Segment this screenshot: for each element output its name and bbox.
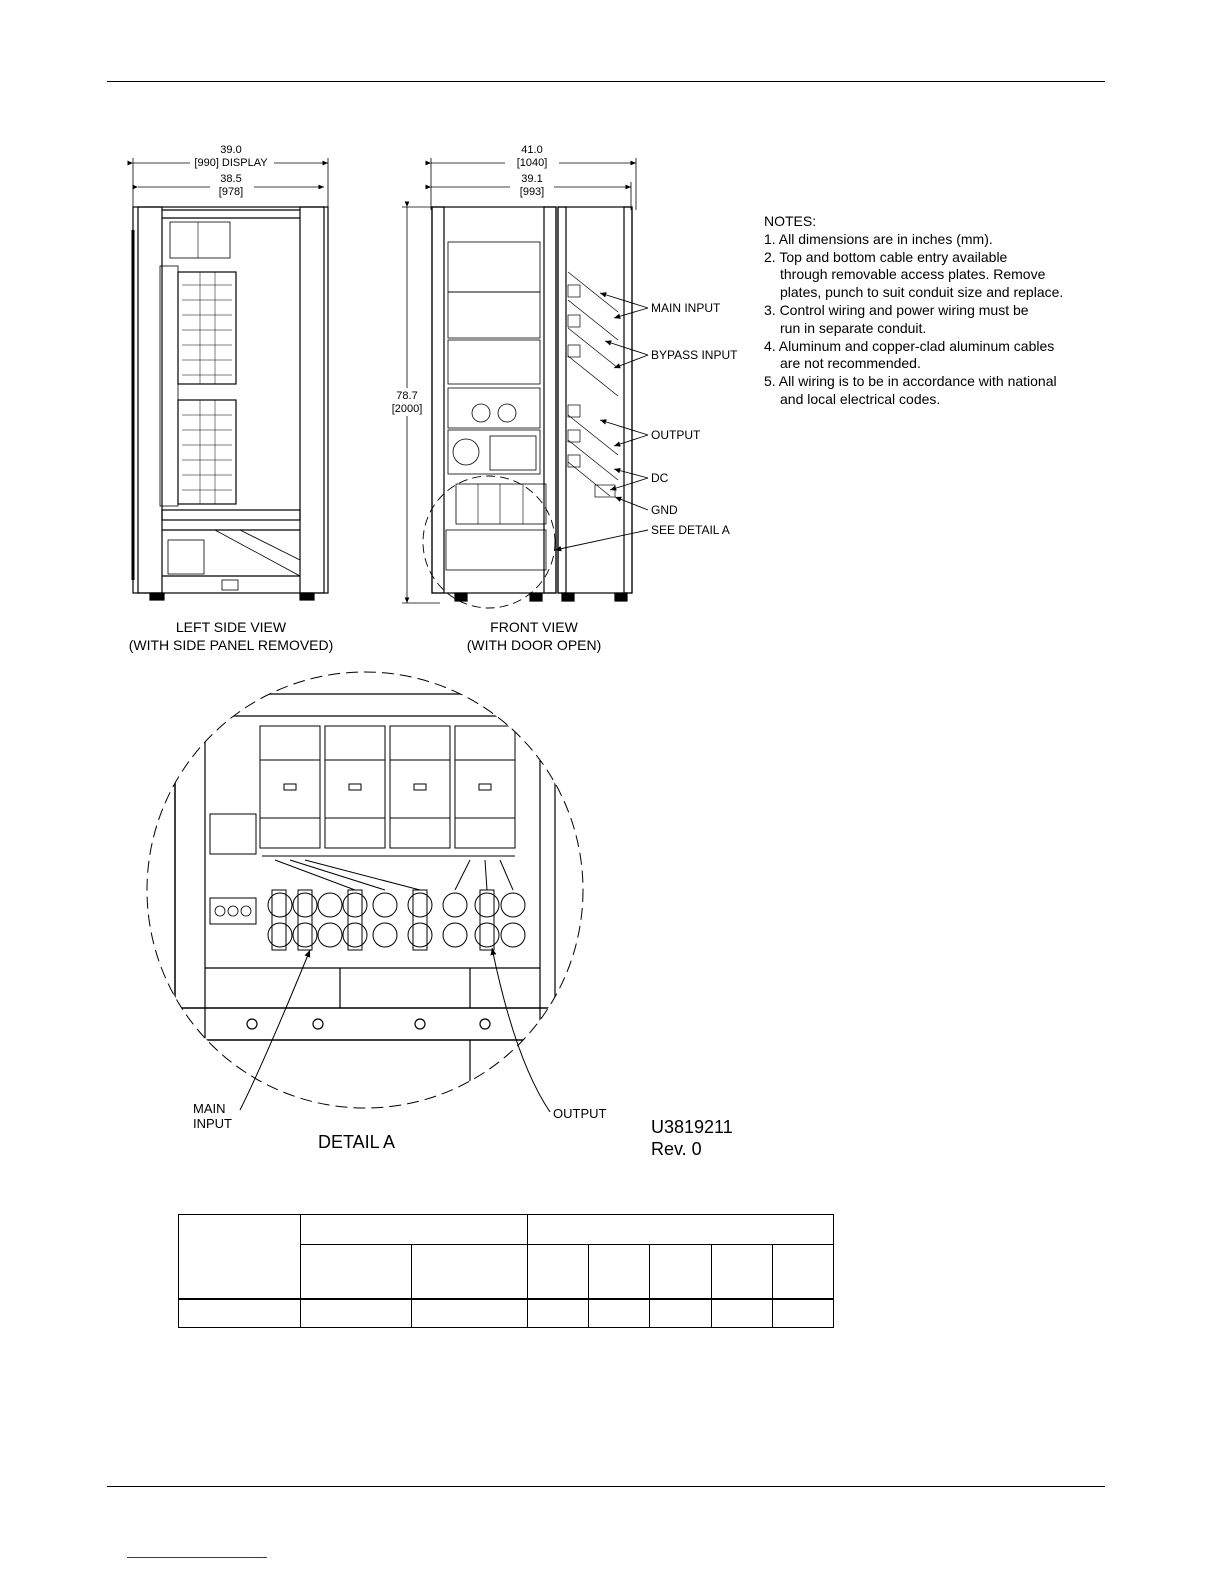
left-side-view	[131, 206, 329, 601]
table-cell	[411, 1298, 528, 1328]
note-4-line-1: 4. Aluminum and copper-clad aluminum cab…	[764, 337, 1055, 354]
table-cell	[772, 1298, 834, 1328]
front-view-caption-line-1: FRONT VIEW	[490, 619, 578, 635]
side-width: 38.5	[220, 173, 241, 185]
callout-output: OUTPUT	[651, 428, 701, 442]
front-view	[422, 206, 633, 609]
side-width-display: 39.0	[220, 144, 241, 156]
table-cell	[300, 1298, 412, 1328]
drawing-number: U3819211	[651, 1117, 733, 1137]
front-view-caption-line-2: (WITH DOOR OPEN)	[466, 637, 602, 653]
table-cell	[588, 1244, 650, 1300]
note-4-line-2: are not recommended.	[780, 355, 921, 372]
note-1: 1. All dimensions are in inches (mm).	[764, 230, 993, 247]
header-rule	[107, 81, 1105, 82]
detail-a-title: DETAIL A	[318, 1132, 396, 1152]
callout-main-input: MAIN INPUT	[651, 301, 721, 315]
table-cell	[527, 1298, 589, 1328]
table-cell	[527, 1244, 589, 1300]
note-2-line-3: plates, punch to suit conduit size and r…	[780, 284, 1064, 301]
front-width: 39.1	[521, 173, 542, 185]
note-2-line-2: through removable access plates. Remove	[780, 266, 1046, 283]
callout-see-detail: SEE DETAIL A	[651, 523, 730, 537]
detail-a-view	[149, 672, 581, 1108]
footer-rule	[107, 1486, 1105, 1487]
table-cell	[649, 1244, 712, 1300]
detail-main-input-1: MAIN	[193, 1101, 226, 1116]
note-3-line-1: 3. Control wiring and power wiring must …	[764, 301, 1029, 318]
table-cell	[527, 1214, 834, 1245]
front-width-mm: [993]	[520, 186, 544, 198]
detail-output: OUTPUT	[553, 1106, 607, 1121]
note-3-line-2: run in separate conduit.	[780, 319, 927, 336]
table-cell	[300, 1244, 412, 1300]
table-cell	[178, 1298, 301, 1328]
detail-a-outline	[146, 671, 584, 1109]
table-cell	[178, 1214, 301, 1300]
footer-link-underline[interactable]	[127, 1557, 267, 1558]
left-view-caption: LEFT SIDE VIEW (WITH SIDE PANEL REMOVED)	[108, 618, 354, 654]
table-cell	[300, 1214, 528, 1245]
front-width-overall-mm: [1040]	[517, 157, 548, 169]
note-2-line-1: 2. Top and bottom cable entry available	[764, 248, 1008, 265]
spec-table	[178, 1214, 834, 1328]
table-cell	[588, 1298, 650, 1328]
front-dimensions	[402, 158, 637, 604]
left-view-caption-line-1: LEFT SIDE VIEW	[175, 619, 287, 635]
drawing-revision: Rev. 0	[651, 1139, 702, 1159]
height-mm: [2000]	[392, 403, 423, 415]
detail-main-input-2: INPUT	[193, 1116, 232, 1131]
table-cell	[711, 1244, 773, 1300]
height: 78.7	[396, 390, 417, 402]
callout-bypass-input: BYPASS INPUT	[651, 348, 738, 362]
notes-title: NOTES:	[764, 213, 817, 229]
note-5-line-1: 5. All wiring is to be in accordance wit…	[764, 373, 1057, 390]
callout-dc: DC	[651, 471, 669, 485]
callout-leaders	[554, 292, 649, 552]
callout-gnd: GND	[651, 503, 678, 517]
table-cell	[711, 1298, 773, 1328]
table-cell	[649, 1298, 712, 1328]
front-width-overall: 41.0	[521, 144, 542, 156]
table-cell	[772, 1244, 834, 1300]
drawing-number-block: U3819211 Rev. 0	[651, 1116, 733, 1160]
front-view-caption: FRONT VIEW (WITH DOOR OPEN)	[440, 618, 628, 654]
notes-block: NOTES: 1. All dimensions are in inches (…	[764, 213, 1104, 409]
side-width-mm: [978]	[219, 186, 243, 198]
note-5-line-2: and local electrical codes.	[780, 390, 941, 407]
detail-leaders	[239, 947, 551, 1113]
left-view-caption-line-2: (WITH SIDE PANEL REMOVED)	[128, 637, 334, 653]
table-cell	[411, 1244, 528, 1300]
side-width-display-mm: [990] DISPLAY	[194, 157, 268, 169]
